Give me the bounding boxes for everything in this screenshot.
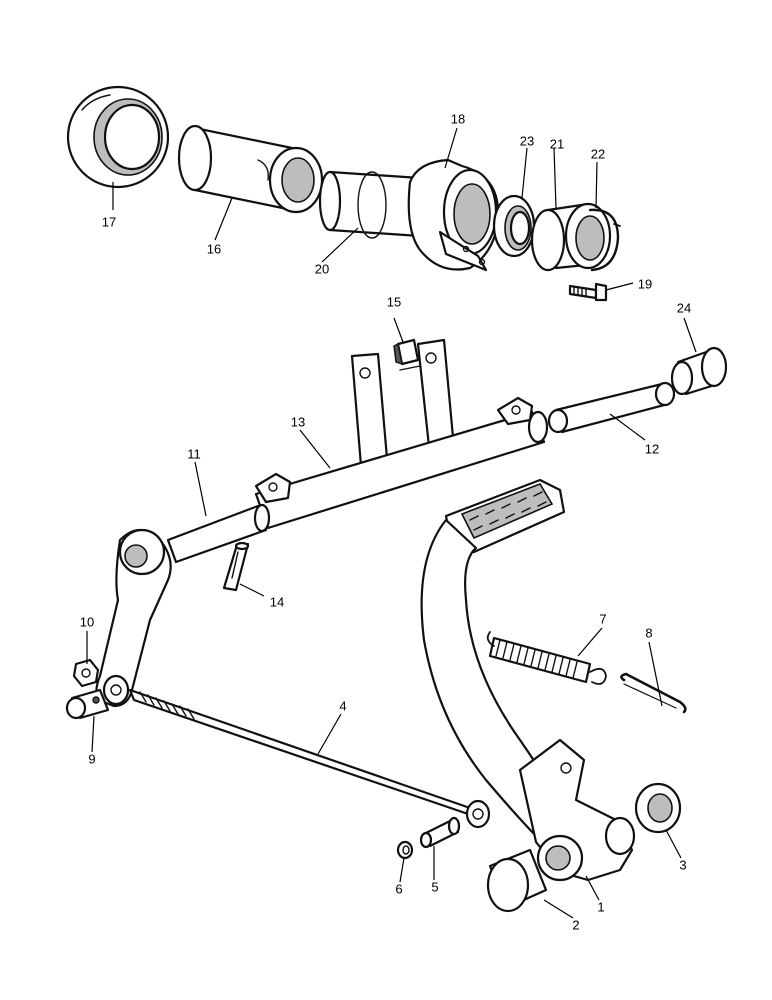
leader-lines	[86, 127, 697, 919]
part-13-cross-shaft	[166, 338, 549, 564]
callout-1: 1	[597, 899, 604, 914]
callout-13: 13	[291, 414, 305, 429]
part-5-clevis-pin	[419, 816, 461, 849]
part-6-washer	[396, 840, 414, 860]
part-22-circlip	[588, 208, 621, 272]
part-16-sleeve	[177, 124, 324, 214]
callout-24: 24	[677, 300, 691, 315]
part-9-trunnion	[65, 688, 110, 720]
callout-16: 16	[207, 241, 221, 256]
callout-23: 23	[520, 133, 534, 148]
callout-6: 6	[395, 881, 402, 896]
part-12-shaft	[547, 381, 676, 434]
part-23-bearing	[492, 194, 536, 258]
part-19-bolt	[568, 282, 608, 302]
callout-12: 12	[645, 441, 659, 456]
callout-14: 14	[270, 594, 284, 609]
callout-labels: 1 2 3 4 5 6 7 8 9 10 11 12 13 14 15 16 1…	[80, 111, 691, 932]
part-2-bush	[486, 848, 548, 913]
part-8-hook	[620, 672, 687, 714]
pedal-assembly	[420, 478, 636, 882]
callout-19: 19	[638, 276, 652, 291]
callout-18: 18	[451, 111, 465, 126]
part-24-bush	[670, 346, 728, 396]
callout-7: 7	[599, 611, 606, 626]
callout-3: 3	[679, 857, 686, 872]
callout-9: 9	[88, 751, 95, 766]
callout-5: 5	[431, 879, 438, 894]
part-15-key	[393, 338, 420, 366]
part-7-spring	[486, 631, 607, 685]
part-21-bearing	[530, 202, 612, 272]
callout-2: 2	[572, 917, 579, 932]
callout-20: 20	[315, 261, 329, 276]
callout-21: 21	[550, 136, 564, 151]
part-4-rod	[128, 688, 491, 829]
callout-8: 8	[645, 625, 652, 640]
callout-4: 4	[339, 698, 346, 713]
callout-22: 22	[591, 146, 605, 161]
part-10-nut	[72, 658, 100, 688]
callout-17: 17	[102, 214, 116, 229]
part-3-washer	[634, 782, 682, 834]
callout-11: 11	[187, 446, 201, 461]
part-17-seal	[66, 85, 170, 189]
callout-10: 10	[80, 614, 94, 629]
callout-15: 15	[387, 294, 401, 309]
part-18-housing	[318, 158, 500, 272]
part-14-taper-pin	[222, 541, 250, 592]
lever-arm	[95, 528, 172, 708]
